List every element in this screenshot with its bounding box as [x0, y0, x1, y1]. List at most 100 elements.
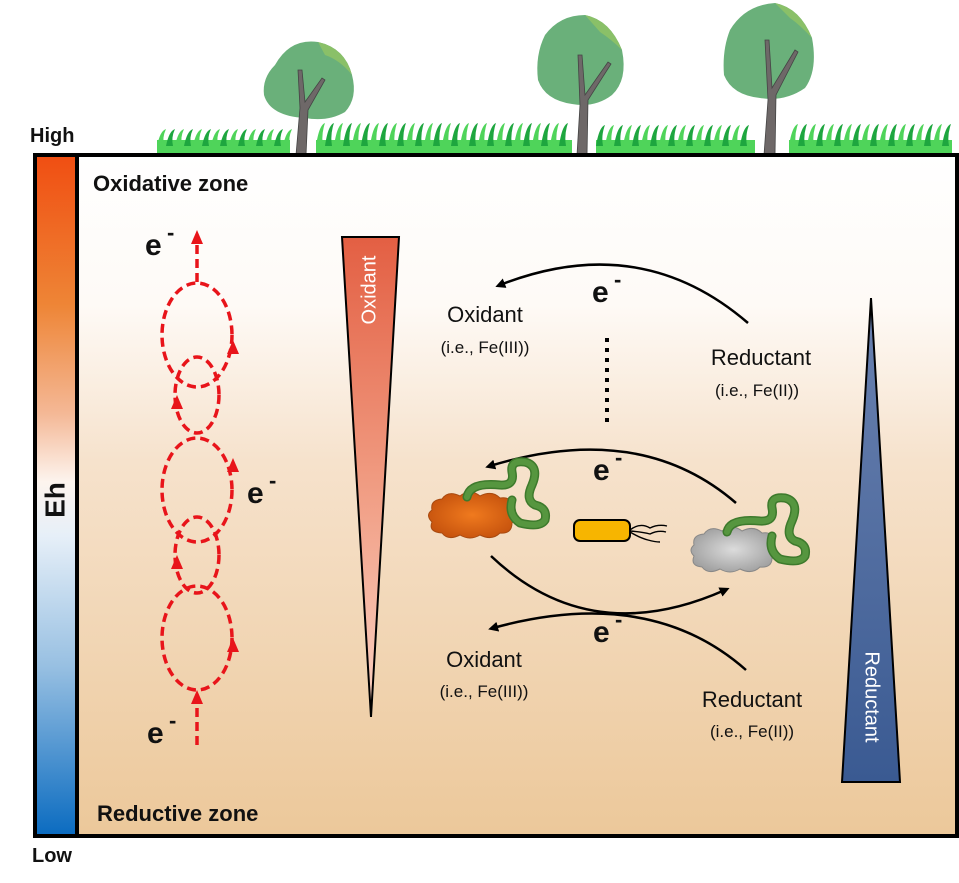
- grass-blade: [274, 129, 283, 146]
- svg-text:e: e: [147, 717, 164, 750]
- grass-blade: [397, 123, 406, 146]
- svg-text:e: e: [593, 454, 610, 487]
- loop-ellipse: [160, 436, 234, 544]
- bacterium-icon: [573, 519, 668, 543]
- arrowhead-icon: [171, 555, 183, 569]
- tree-icon: [263, 41, 354, 156]
- lower-reductant-label: Reductant: [702, 687, 802, 712]
- grass-blade: [713, 125, 722, 146]
- lower-oxidant-label: Oxidant: [446, 647, 522, 672]
- grass-blade: [166, 129, 175, 146]
- grass-strip: [157, 123, 952, 155]
- electron-label: e -: [592, 267, 621, 309]
- grass-blade: [686, 125, 695, 146]
- reduced-mineral-icon: [690, 526, 777, 573]
- oxidant-gradient-wedge: [340, 236, 401, 718]
- eh-low-label: Low: [32, 845, 72, 867]
- reductive-zone-label: Reductive zone: [97, 801, 258, 826]
- grass-blade: [731, 125, 740, 146]
- grass-blade: [623, 125, 632, 146]
- grass-blade: [370, 123, 379, 146]
- grass-blade: [256, 129, 265, 146]
- grass-blade: [659, 125, 668, 146]
- grass-blade: [550, 123, 559, 146]
- arrowhead-icon: [191, 690, 203, 704]
- electron-transfer-arrow: [485, 448, 737, 504]
- grass-blade: [325, 123, 334, 146]
- reductant-gradient-wedge: [840, 297, 902, 783]
- grass-blade: [184, 129, 193, 146]
- grass-blade: [695, 125, 704, 146]
- electron-transfer-arrow: [488, 612, 747, 671]
- reductant-wedge-label: Reductant: [861, 651, 883, 743]
- grass-blade: [211, 129, 220, 146]
- grass-blade: [505, 123, 514, 146]
- grass-blade: [238, 129, 247, 146]
- eh-axis-label: Eh: [39, 482, 70, 518]
- grass-blade: [559, 123, 568, 146]
- grass-blade: [668, 125, 677, 146]
- grass-blade: [283, 129, 292, 146]
- grass-blade: [193, 129, 202, 146]
- svg-text:-: -: [614, 267, 621, 292]
- grass-blade: [807, 124, 816, 146]
- grass-blade: [798, 124, 807, 146]
- grass-blade: [825, 124, 834, 146]
- grass-blade: [650, 125, 659, 146]
- arrowhead-icon: [191, 230, 203, 244]
- grass-blade: [942, 124, 951, 146]
- grass-blade: [704, 125, 713, 146]
- svg-text:e: e: [592, 276, 609, 309]
- electron-label: e -: [593, 607, 622, 649]
- grass-blade: [157, 129, 166, 146]
- grass-blade: [415, 123, 424, 146]
- arrowhead-icon: [227, 458, 239, 472]
- grass-blade: [379, 123, 388, 146]
- grass-blade: [614, 125, 623, 146]
- electron-transfer-chain: [160, 240, 234, 745]
- grass-blade: [433, 123, 442, 146]
- svg-text:-: -: [169, 708, 176, 733]
- svg-text:-: -: [615, 607, 622, 632]
- grass-blade: [843, 124, 852, 146]
- grass-blade: [879, 124, 888, 146]
- grass-blade: [442, 123, 451, 146]
- grass-blade: [677, 125, 686, 146]
- arrowhead-icon: [227, 340, 239, 354]
- grass-blade: [343, 123, 352, 146]
- upper-reductant-label: Reductant: [711, 345, 811, 370]
- lower-oxidant-example: (i.e., Fe(III)): [440, 682, 529, 701]
- grass-blade: [265, 129, 274, 146]
- loop-ellipse: [160, 281, 234, 389]
- grass-blade: [523, 123, 532, 146]
- grass-blade: [816, 124, 825, 146]
- arrowhead-icon: [171, 395, 183, 409]
- loop-ellipse: [173, 355, 221, 435]
- oxidized-mineral-icon: [428, 491, 517, 539]
- svg-text:e: e: [145, 229, 162, 262]
- grass-blade: [722, 125, 731, 146]
- grass-blade: [514, 123, 523, 146]
- grass-blade: [870, 124, 879, 146]
- electron-transfer-arrow: [495, 263, 749, 324]
- eh-gradient-bar: [33, 153, 79, 838]
- grass-blade: [596, 125, 605, 146]
- grass-blade: [897, 124, 906, 146]
- grass-blade: [460, 123, 469, 146]
- chain-arrowheads: [171, 230, 239, 704]
- grass-blade: [789, 124, 798, 146]
- tree-icon: [723, 3, 814, 156]
- grass-blade: [352, 123, 361, 146]
- oxidative-zone-label: Oxidative zone: [93, 171, 248, 196]
- loop-ellipse: [160, 584, 234, 692]
- tree-icon: [537, 15, 624, 156]
- grass-blade: [406, 123, 415, 146]
- oxidant-wedge-label: Oxidant: [358, 255, 380, 324]
- grass-blade: [316, 123, 325, 146]
- electron-label: e -: [147, 708, 176, 750]
- svg-text:-: -: [269, 468, 276, 493]
- grass-blade: [906, 124, 915, 146]
- grass-blade: [247, 129, 256, 146]
- svg-text:-: -: [167, 220, 174, 245]
